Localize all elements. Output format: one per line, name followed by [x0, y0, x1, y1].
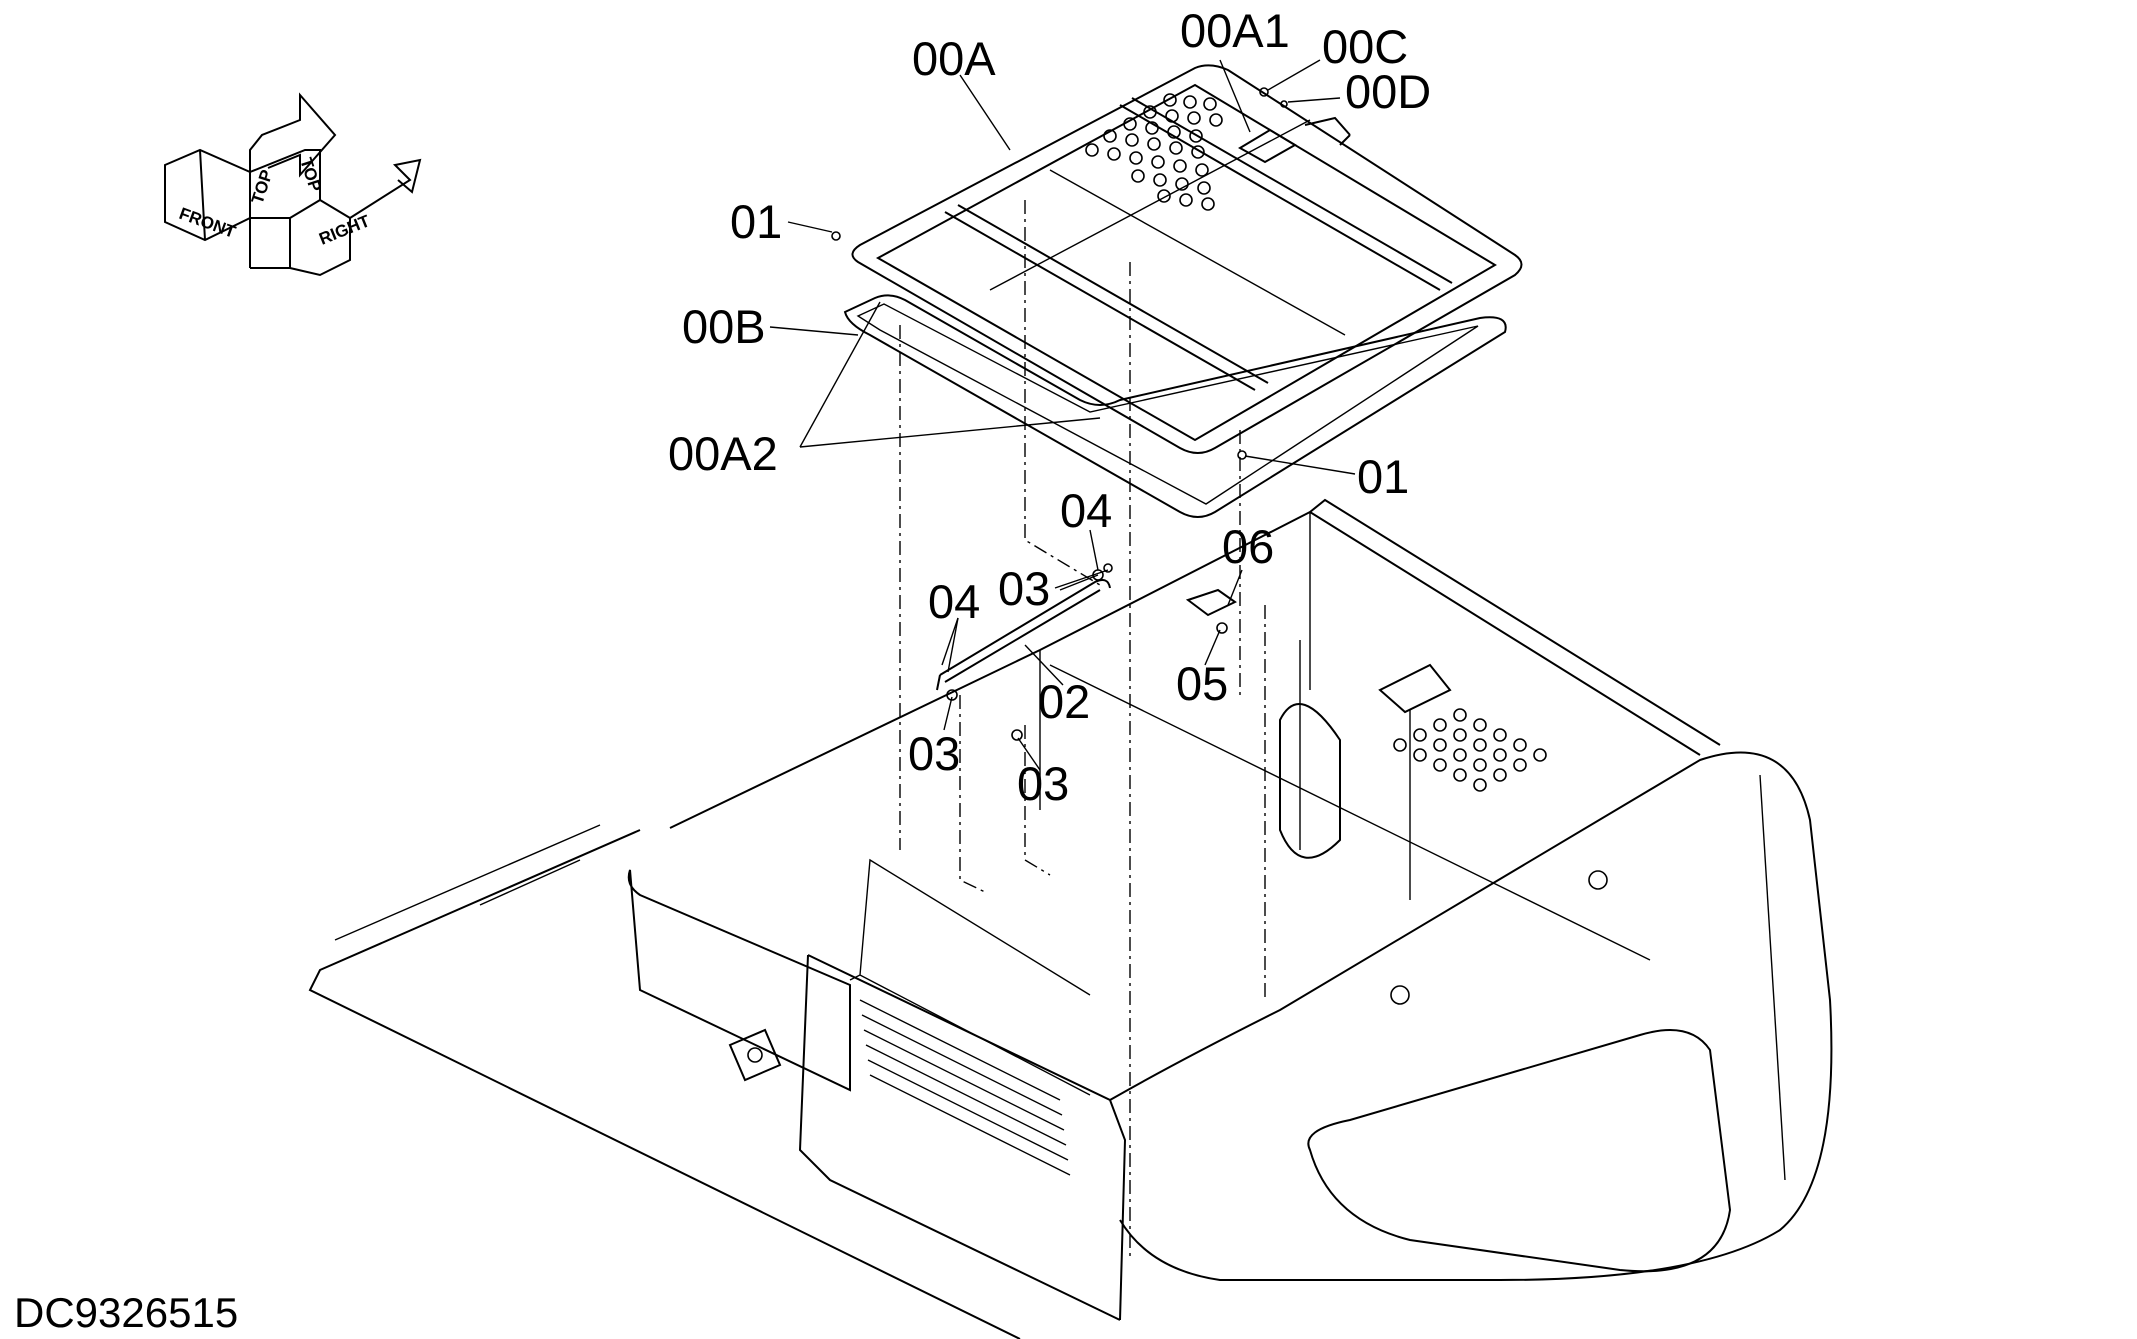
- drawing-number: DC9326515: [14, 1289, 238, 1336]
- projection-lines: [899, 200, 1266, 1260]
- callout-05: 05: [1176, 657, 1228, 710]
- callout-00A: 00A: [912, 32, 996, 85]
- callout-02: 02: [1038, 675, 1090, 728]
- callout-04-lower: 04: [928, 575, 980, 628]
- callout-00C: 00C: [1322, 20, 1408, 73]
- orientation-top-left-label: TOP: [248, 167, 277, 206]
- callout-00A1: 00A1: [1180, 4, 1290, 57]
- cover-vent-holes: [1085, 93, 1223, 211]
- callout-00B: 00B: [682, 300, 766, 353]
- callout-06: 06: [1222, 520, 1274, 573]
- leader-lines: [769, 59, 1356, 771]
- orientation-right-label: RIGHT: [316, 211, 373, 249]
- callout-01-left: 01: [730, 195, 782, 248]
- orientation-arrows-icon: FRONT TOP TOP RIGHT: [164, 92, 422, 277]
- orientation-front-label: FRONT: [177, 204, 239, 242]
- stay-rod-drawing: [831, 87, 1288, 741]
- callout-00A2: 00A2: [668, 427, 778, 480]
- callout-03-side: 03: [1017, 757, 1069, 810]
- deck-vent-holes: [1393, 708, 1547, 792]
- seal-ring-drawing: [843, 294, 1507, 518]
- callout-03-upper: 03: [998, 562, 1050, 615]
- callout-03-lower: 03: [908, 727, 960, 780]
- callout-01-right: 01: [1357, 450, 1409, 503]
- frame-vent-slots: [859, 999, 1071, 1176]
- machine-frame-drawing: [308, 498, 1833, 1339]
- callout-00D: 00D: [1345, 65, 1431, 118]
- callout-04-upper: 04: [1060, 484, 1112, 537]
- engine-cover-drawing: [851, 64, 1523, 454]
